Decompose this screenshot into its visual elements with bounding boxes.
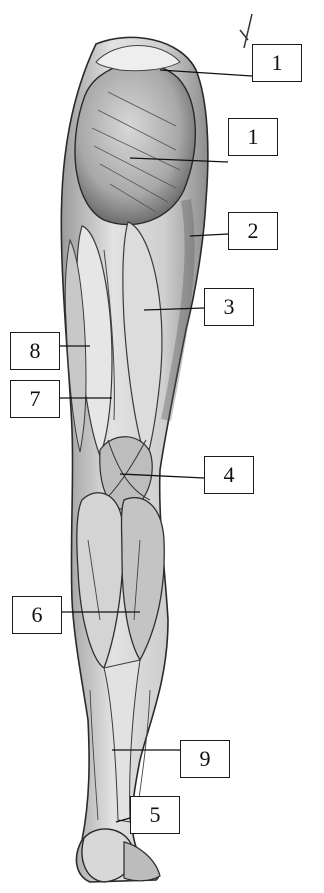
- label-box-6: 6: [12, 596, 62, 634]
- label-text: 8: [30, 338, 41, 364]
- foot: [124, 842, 160, 881]
- label-box-9: 9: [180, 740, 230, 778]
- label-text: 5: [150, 802, 161, 828]
- label-text: 2: [248, 218, 259, 244]
- label-box-7: 7: [10, 380, 60, 418]
- label-box-3: 3: [204, 288, 254, 326]
- label-box-8: 8: [10, 332, 60, 370]
- label-text: 3: [224, 294, 235, 320]
- label-box-4: 4: [204, 456, 254, 494]
- gluteus-maximus: [75, 63, 195, 224]
- label-text: 6: [32, 602, 43, 628]
- label-text: 1: [272, 50, 283, 76]
- label-text: 1: [248, 124, 259, 150]
- label-text: 7: [30, 386, 41, 412]
- label-text: 4: [224, 462, 235, 488]
- label-box-5: 5: [130, 796, 180, 834]
- label-box-2: 2: [228, 212, 278, 250]
- label-text: 9: [200, 746, 211, 772]
- label-box-1-top: 1: [252, 44, 302, 82]
- pointer-mark: [240, 14, 252, 48]
- label-box-1-gluteus: 1: [228, 118, 278, 156]
